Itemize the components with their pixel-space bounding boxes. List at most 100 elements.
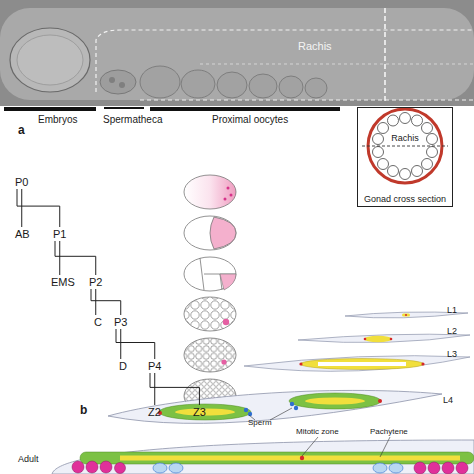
one-cell-embryo bbox=[184, 175, 236, 209]
germ-cell bbox=[400, 169, 411, 180]
annotation-label: Embryos bbox=[38, 114, 77, 125]
cell-name: P2 bbox=[89, 276, 102, 288]
cell-name-node: EMS bbox=[50, 276, 76, 288]
worm-body bbox=[0, 8, 474, 100]
rachis-label: Rachis bbox=[358, 133, 452, 143]
p-granule bbox=[224, 198, 227, 201]
inset-background bbox=[357, 107, 453, 207]
annotation-label: L1 bbox=[447, 306, 457, 316]
sperm-cell bbox=[294, 406, 298, 410]
germ-cell bbox=[388, 166, 399, 177]
gonad-lumen bbox=[318, 362, 406, 366]
germ-cell bbox=[427, 134, 438, 145]
oocyte bbox=[249, 74, 277, 98]
cell-boundary bbox=[200, 258, 236, 290]
oocyte bbox=[217, 72, 247, 98]
germ-cell bbox=[400, 113, 411, 124]
distal-tip-cell bbox=[390, 338, 393, 341]
cell-name: P1 bbox=[53, 228, 66, 240]
gonad bbox=[364, 336, 392, 343]
p4-cell bbox=[221, 359, 226, 364]
cell-name: Z2 bbox=[148, 406, 161, 418]
lineage-branch bbox=[95, 289, 96, 315]
cell-name: AB bbox=[15, 228, 30, 240]
gonad-primordium bbox=[402, 314, 410, 317]
oocyte bbox=[72, 461, 84, 473]
p-granule bbox=[227, 187, 230, 190]
cell-name-node: P1 bbox=[52, 228, 67, 240]
gonad-outline bbox=[140, 99, 474, 100]
cell-name-node: AB bbox=[14, 228, 31, 240]
rachis-outline bbox=[200, 64, 474, 65]
distal-tip-cell bbox=[421, 362, 424, 365]
sperm-cell bbox=[290, 402, 294, 406]
panel-letter: a bbox=[18, 124, 25, 137]
germ-cell bbox=[422, 159, 433, 170]
cell-name-node: P2 bbox=[88, 276, 103, 288]
section-line bbox=[384, 8, 385, 102]
pachytene-region bbox=[305, 398, 365, 405]
lineage-branch bbox=[116, 329, 155, 359]
annotation-label: Sperm bbox=[248, 419, 272, 428]
p2-cell bbox=[220, 274, 236, 290]
germ-cell bbox=[427, 147, 438, 158]
cell-name-node: Z3 bbox=[192, 406, 207, 418]
two-cell-embryo bbox=[184, 216, 236, 250]
oocytes bbox=[72, 461, 468, 474]
lineage-branch bbox=[91, 289, 121, 315]
oocyte bbox=[181, 70, 215, 98]
distal-tip-cell bbox=[378, 399, 382, 403]
embryo bbox=[373, 463, 387, 473]
oocyte bbox=[305, 78, 327, 98]
germ-cell bbox=[378, 123, 389, 134]
sperm-cell bbox=[119, 82, 125, 88]
embryo-image bbox=[10, 28, 90, 92]
embryo-eggshell bbox=[17, 35, 83, 85]
lineage-branch bbox=[154, 373, 155, 405]
oocyte bbox=[428, 462, 440, 474]
oocyte bbox=[442, 462, 454, 474]
oocyte bbox=[86, 461, 98, 473]
cell-name-node: P0 bbox=[14, 176, 29, 188]
embryos-in-uterus bbox=[153, 463, 403, 473]
gonad-arm bbox=[80, 452, 474, 464]
oocyte bbox=[456, 462, 468, 474]
germ-cell bbox=[412, 166, 423, 177]
lineage-branch bbox=[59, 241, 60, 275]
cell-name: C bbox=[94, 316, 102, 328]
multicell-embryo bbox=[184, 338, 236, 372]
germ-cell bbox=[373, 134, 384, 145]
lineage-branch bbox=[120, 329, 121, 359]
annotation-label: Mitotic zone bbox=[296, 428, 339, 437]
lineage-branch bbox=[150, 373, 199, 405]
leader-line bbox=[380, 437, 390, 457]
annotation-label: L3 bbox=[447, 350, 457, 360]
distal-tip-cell bbox=[405, 314, 407, 316]
four-cell-embryo bbox=[184, 257, 236, 291]
leader-line bbox=[270, 408, 292, 420]
l3-worm bbox=[244, 356, 470, 372]
germ-cell bbox=[422, 123, 433, 134]
annotation-label: L4 bbox=[443, 396, 453, 406]
distal-tip-cell bbox=[299, 362, 302, 365]
oocyte bbox=[279, 76, 303, 98]
annotation-label: Spermatheca bbox=[103, 114, 162, 125]
sperm-cell bbox=[109, 77, 115, 83]
gonad-outline bbox=[96, 30, 474, 92]
l2-worm bbox=[298, 334, 470, 342]
cell-name-node: D bbox=[118, 360, 128, 372]
cell-name: P0 bbox=[15, 176, 28, 188]
cell-name: P3 bbox=[114, 316, 127, 328]
cell-name: D bbox=[119, 360, 127, 372]
embryo bbox=[389, 463, 403, 473]
lineage-branch bbox=[17, 189, 60, 227]
scale-bar bbox=[4, 107, 96, 111]
gonad bbox=[300, 359, 424, 370]
oocyte bbox=[115, 463, 126, 474]
cell-name-node: P4 bbox=[147, 360, 162, 372]
p3-cell bbox=[223, 319, 229, 325]
embryo bbox=[153, 463, 167, 473]
spermatheca-image bbox=[100, 70, 136, 94]
